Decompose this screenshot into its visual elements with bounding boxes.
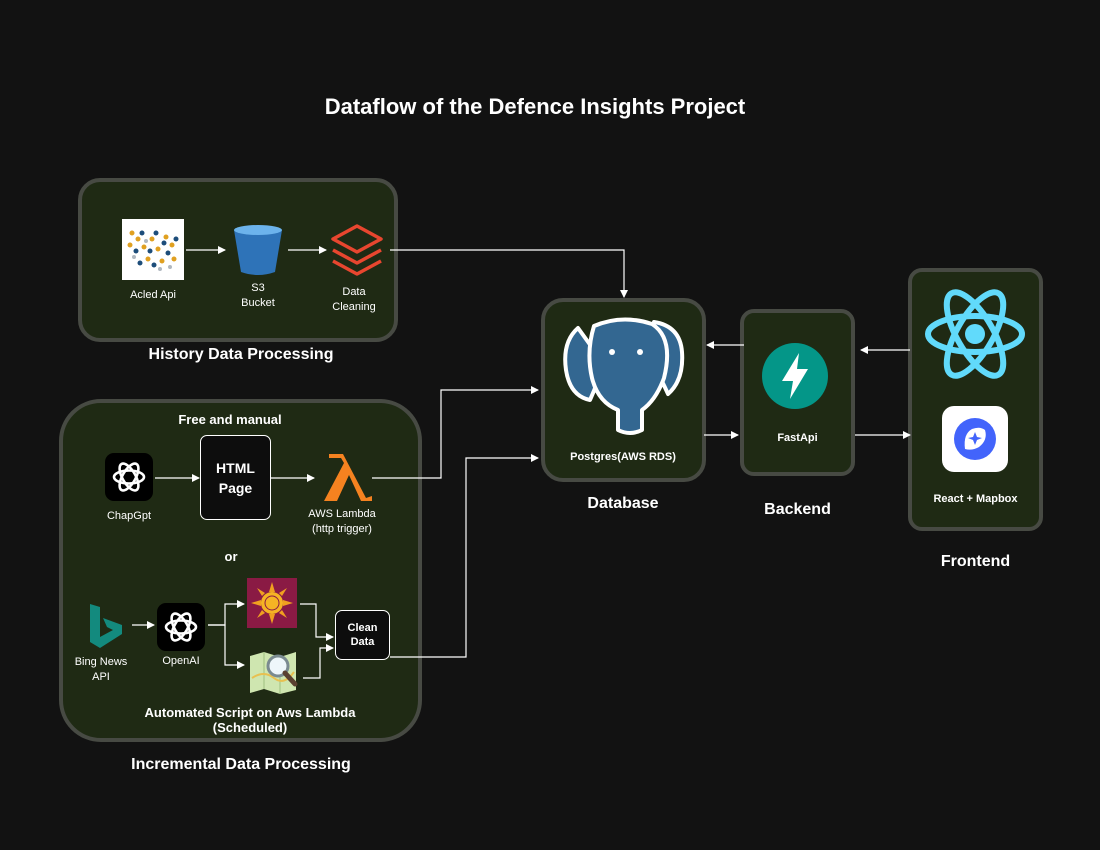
layers-icon xyxy=(329,222,385,283)
edge-mapsearch-clean xyxy=(303,644,334,679)
diagram-title: Dataflow of the Defence Insights Project xyxy=(324,94,746,119)
automated-script-label: Automated Script on Aws Lambda (Schedule… xyxy=(144,705,356,735)
lambda-icon xyxy=(320,450,374,509)
bing-logo-icon xyxy=(88,603,124,654)
bing-label: Bing News API xyxy=(74,656,128,683)
fastapi-label: FastApi xyxy=(777,432,818,444)
edge-openai-suntool xyxy=(208,600,245,626)
lambda-label: AWS Lambda (http trigger) xyxy=(308,508,376,535)
html-page-node: HTML Page xyxy=(200,435,271,520)
edge-openai-mapsearch xyxy=(208,624,245,669)
edge-lambda-postgres xyxy=(372,386,539,479)
or-label: or xyxy=(224,549,238,564)
backend-group-label: Backend xyxy=(764,501,831,518)
postgres-label: Postgres(AWS RDS) xyxy=(570,451,676,463)
openai-logo-icon xyxy=(157,603,205,656)
bucket-icon xyxy=(232,224,284,281)
world-map-icon xyxy=(122,219,184,280)
edge-clean-postgres xyxy=(390,454,539,658)
history-group-label: History Data Processing xyxy=(148,346,334,363)
acled-label: Acled Api xyxy=(130,289,176,301)
react-atom-icon xyxy=(923,285,1027,388)
history-group-box xyxy=(78,178,398,342)
edge-suntool-clean xyxy=(300,603,334,641)
s3-label: S3 Bucket xyxy=(241,282,275,309)
free-manual-label: Free and manual xyxy=(178,412,282,427)
chatgpt-label: ChapGpt xyxy=(106,510,152,522)
react-mapbox-label: React + Mapbox xyxy=(933,493,1018,505)
mapbox-icon xyxy=(942,406,1008,477)
lightning-icon xyxy=(762,343,828,414)
frontend-group-box xyxy=(908,268,1043,531)
edge-cleaning-postgres xyxy=(390,249,628,298)
openai-label: OpenAI xyxy=(162,655,200,667)
elephant-icon xyxy=(556,312,690,443)
map-search-icon xyxy=(248,648,300,701)
cleaning-label: Data Cleaning xyxy=(332,286,376,313)
frontend-group-label: Frontend xyxy=(940,553,1011,570)
clean-data-node: Clean Data xyxy=(335,610,390,660)
sun-badge-icon xyxy=(247,578,297,633)
chatgpt-logo-icon xyxy=(105,453,153,506)
database-group-label: Database xyxy=(587,495,659,512)
incremental-group-label: Incremental Data Processing xyxy=(131,756,351,773)
